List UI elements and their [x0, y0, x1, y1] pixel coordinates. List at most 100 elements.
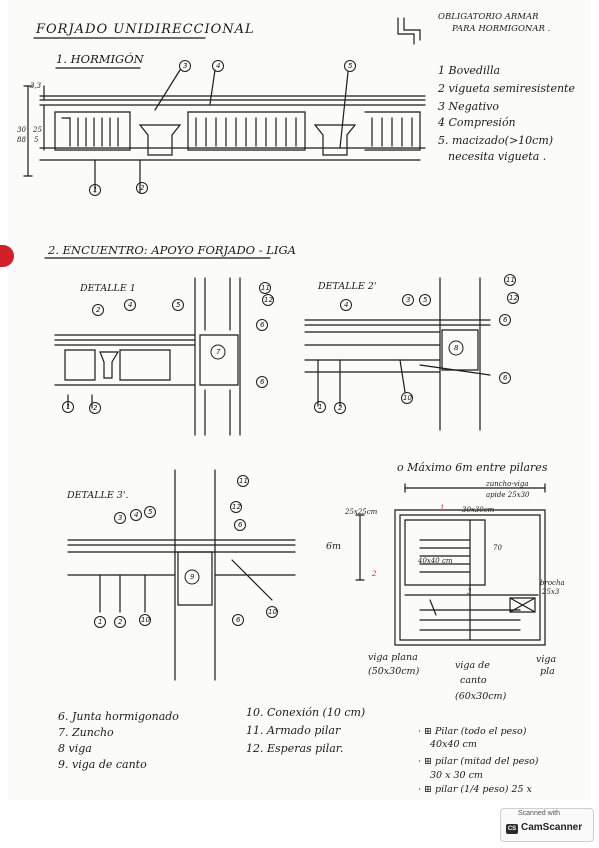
legend-top-2: 2 vigueta semiresistente: [438, 82, 575, 95]
legend-right-5: · ⊞ pilar (1/4 peso) 25 x: [418, 784, 532, 795]
camscanner-caption: Scanned with: [518, 810, 561, 817]
plan-viga-plana-1: viga plana: [368, 652, 418, 663]
dim-mid-b: 5: [34, 136, 39, 144]
callout-3c: 3: [406, 296, 411, 304]
callout-9d: 9: [190, 573, 195, 581]
callout-1b: 1: [66, 403, 71, 411]
detail3-drawing: [67, 469, 296, 681]
dim-top: 3,3: [30, 82, 42, 90]
plan-zuncho2: apide 25x30: [486, 491, 530, 499]
page-title: FORJADO UNIDIRECCIONAL: [36, 22, 255, 37]
scanned-page: [8, 0, 591, 800]
callout-10c: 10: [403, 394, 412, 402]
plan-drawing: [355, 483, 546, 646]
plan-brochal: brocha: [540, 579, 565, 587]
callout-5a: 5: [348, 62, 353, 70]
plan-viga-r1: viga: [536, 654, 557, 665]
callout-6f: 6: [238, 521, 243, 529]
plan-span: 6m: [326, 541, 342, 552]
callout-1d: 1: [98, 618, 103, 626]
callout-5b: 5: [176, 301, 181, 309]
legend-bottom-8: 8 viga: [58, 742, 92, 755]
plan-viga-canto-3: (60x30cm): [455, 691, 507, 702]
callout-2a: 2: [140, 184, 145, 192]
callout-4b: 4: [128, 301, 133, 309]
plan-viga-plana-2: (50x30cm): [368, 666, 420, 677]
section1-heading: 1. HORMIGÓN: [56, 52, 144, 66]
plan-viga-canto-1: viga de: [455, 660, 490, 671]
callout-2e: 2: [118, 618, 123, 626]
callout-11d: 11: [239, 477, 248, 485]
legend-bottom-9: 9. viga de canto: [58, 758, 147, 771]
note-line2: PARA HORMIGONAR .: [452, 24, 551, 34]
callout-12b: 12: [264, 296, 273, 304]
callout-6b: 6: [260, 321, 265, 329]
callout-3d: 3: [118, 514, 123, 522]
legend-bottom-11: 11. Armado pilar: [246, 724, 341, 737]
dim-mid-a: 25: [33, 126, 42, 134]
plan-one: 1: [440, 504, 445, 512]
callout-1a: 1: [93, 186, 98, 194]
callout-5d: 5: [148, 508, 153, 516]
plan-brochal2: 25x3: [542, 588, 560, 596]
callout-1c: 1: [318, 403, 323, 411]
callout-10d: 10: [268, 608, 277, 616]
callout-5c: 5: [423, 296, 428, 304]
detail1-label: DETALLE 1: [80, 283, 136, 294]
legend-bottom-6: 6. Junta hormigonado: [58, 710, 179, 723]
callout-6e: 6: [503, 374, 508, 382]
callout-4c: 4: [344, 301, 349, 309]
callout-12d: 12: [232, 503, 241, 511]
legend-bottom-12: 12. Esperas pilar.: [246, 742, 344, 755]
callout-10e: 10: [141, 616, 150, 624]
plan-dim-inner: 40x40 cm: [418, 557, 453, 565]
callout-6c: 6: [260, 378, 265, 386]
plan-two: 2: [372, 570, 377, 578]
legend-top-4: 4 Compresión: [438, 116, 516, 129]
dim-total-b: 88: [17, 136, 26, 144]
legend-right-3: · ⊞ pilar (mitad del peso): [418, 756, 539, 767]
callout-4a: 4: [216, 62, 221, 70]
detail1-drawing: [54, 277, 241, 436]
legend-top-1: 1 Bovedilla: [438, 64, 501, 77]
callout-11b: 11: [261, 284, 270, 292]
legend-top-3: 3 Negativo: [438, 100, 500, 113]
callout-6d: 6: [503, 316, 508, 324]
legend-right-1: · ⊞ Pilar (todo el peso): [418, 726, 527, 737]
plan-zuncho: zuncho-viga: [486, 480, 529, 488]
legend-top-5: 5. macizado(>10cm): [438, 134, 554, 147]
detail2-drawing: [304, 277, 491, 431]
callout-3a: 3: [183, 62, 188, 70]
callout-2d: 2: [338, 404, 343, 412]
plan-viga-r2: pla: [540, 666, 555, 677]
camscanner-name: CamScanner: [521, 822, 583, 833]
plan-three: 3: [467, 588, 472, 596]
plan-arrow-label: 70: [493, 544, 502, 552]
legend-bottom-7: 7. Zuncho: [58, 726, 114, 739]
callout-12c: 12: [509, 294, 518, 302]
callout-8c: 8: [454, 344, 459, 352]
plan-dim-left: 25x25cm: [345, 508, 378, 516]
detail2-label: DETALLE 2': [318, 281, 377, 292]
section2-heading: 2. ENCUENTRO: APOYO FORJADO - LIGA: [48, 243, 296, 257]
legend-top-6: necesita vigueta .: [448, 150, 547, 163]
callout-4d: 4: [134, 511, 139, 519]
detail3-label: DETALLE 3'.: [67, 490, 129, 501]
red-marker: [0, 245, 14, 267]
legend-right-4: 30 x 30 cm: [430, 770, 483, 781]
note-line1: OBLIGATORIO ARMAR: [438, 12, 539, 22]
plan-heading: o Máximo 6m entre pilares: [397, 461, 548, 474]
callout-2b: 2: [96, 306, 101, 314]
callout-7b: 7: [216, 348, 221, 356]
legend-bottom-10: 10. Conexión (10 cm): [246, 706, 366, 719]
callout-11c: 11: [506, 276, 515, 284]
callout-2c: 2: [93, 404, 98, 412]
callout-6g: 6: [236, 616, 241, 624]
dim-total-a: 30: [17, 126, 26, 134]
section1-slab: [23, 85, 426, 177]
camscanner-logo-icon: CS: [506, 824, 518, 834]
plan-dim-top: 30x30cm: [462, 506, 495, 514]
legend-right-2: 40x40 cm: [430, 739, 477, 750]
plan-viga-canto-2: canto: [460, 675, 487, 686]
